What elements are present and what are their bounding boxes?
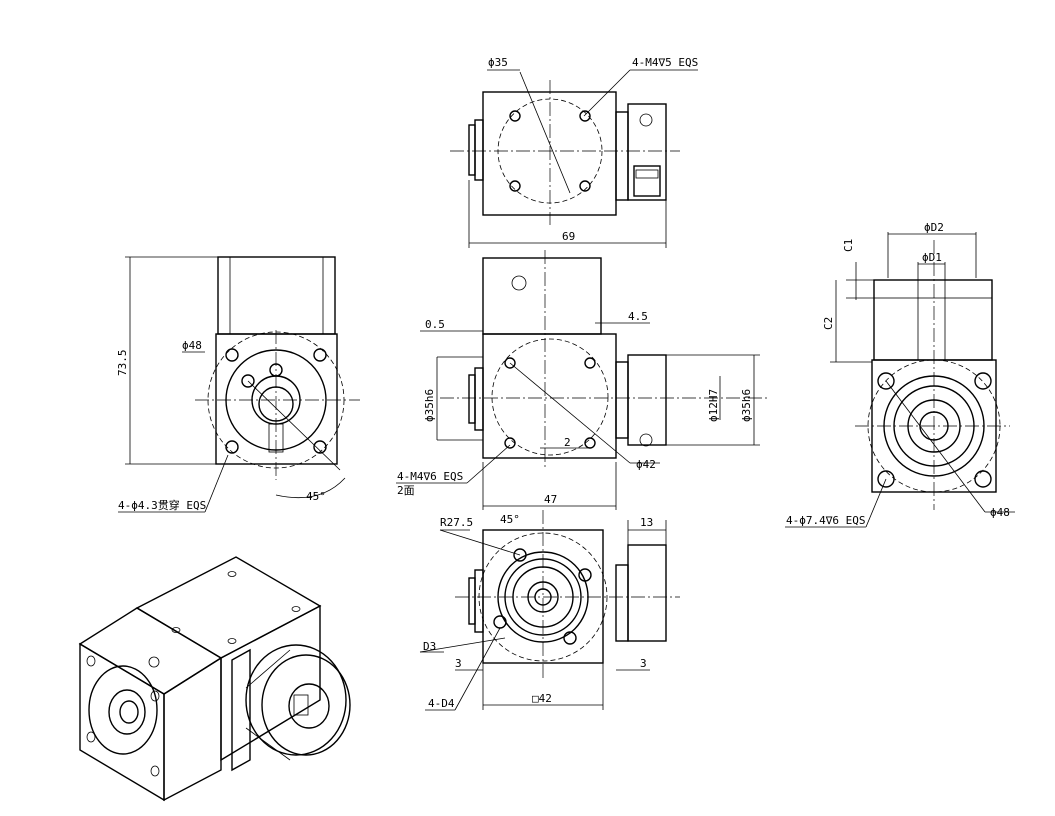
front-view bbox=[396, 250, 770, 510]
bottom-view bbox=[419, 510, 680, 711]
dimension-labels: ϕ35 4-M4∇5 EQS 69 0.5 4.5 ϕ35h6 ϕ12H7 ϕ3… bbox=[116, 56, 1010, 710]
top-tapped-holes-label: 4-M4∇5 EQS bbox=[632, 56, 698, 69]
bottom-holes-d4-label: 4-D4 bbox=[428, 697, 455, 710]
top-view bbox=[450, 69, 698, 248]
bottom-dim-13-label: 13 bbox=[640, 516, 653, 529]
top-dia-35-label: ϕ35 bbox=[488, 56, 508, 69]
left-view bbox=[118, 256, 360, 513]
front-dim-2-label: 2 bbox=[564, 436, 571, 449]
top-length-69-label: 69 bbox=[562, 230, 575, 243]
front-shaft-right-label: ϕ35h6 bbox=[740, 389, 753, 422]
front-dim-4-5-label: 4.5 bbox=[628, 310, 648, 323]
bottom-dim-3-right-label: 3 bbox=[640, 657, 647, 670]
right-holes-label: 4-ϕ7.4∇6 EQS bbox=[786, 514, 865, 527]
front-pcd-42-label: ϕ42 bbox=[636, 458, 656, 471]
front-width-47-label: 47 bbox=[544, 493, 557, 506]
left-angle-45-label: 45° bbox=[306, 490, 326, 503]
bottom-d3-label: D3 bbox=[423, 640, 436, 653]
bottom-angle-45-label: 45° bbox=[500, 513, 520, 526]
right-dia-d1-label: ϕD1 bbox=[922, 251, 942, 264]
left-height-73-5-label: 73.5 bbox=[116, 350, 129, 377]
bottom-square-42-label: □42 bbox=[532, 692, 552, 705]
front-two-faces-label: 2面 bbox=[397, 484, 415, 497]
bottom-dim-3-left-label: 3 bbox=[455, 657, 462, 670]
front-shaft-left-label: ϕ35h6 bbox=[423, 389, 436, 422]
right-c2-label: C2 bbox=[822, 317, 835, 330]
front-bore-12-label: ϕ12H7 bbox=[707, 389, 720, 422]
right-pcd-48-label: ϕ48 bbox=[990, 506, 1010, 519]
right-view bbox=[785, 232, 1015, 528]
left-pcd-48-label: ϕ48 bbox=[182, 339, 202, 352]
right-dia-d2-label: ϕD2 bbox=[924, 221, 944, 234]
front-tapped-holes-label: 4-M4∇6 EQS bbox=[397, 470, 463, 483]
left-through-holes-label: 4-ϕ4.3贯穿 EQS bbox=[118, 498, 206, 512]
front-dim-0-5-label: 0.5 bbox=[425, 318, 445, 331]
isometric-view bbox=[78, 556, 351, 802]
right-c1-label: C1 bbox=[842, 239, 855, 252]
bottom-radius-label: R27.5 bbox=[440, 516, 473, 529]
